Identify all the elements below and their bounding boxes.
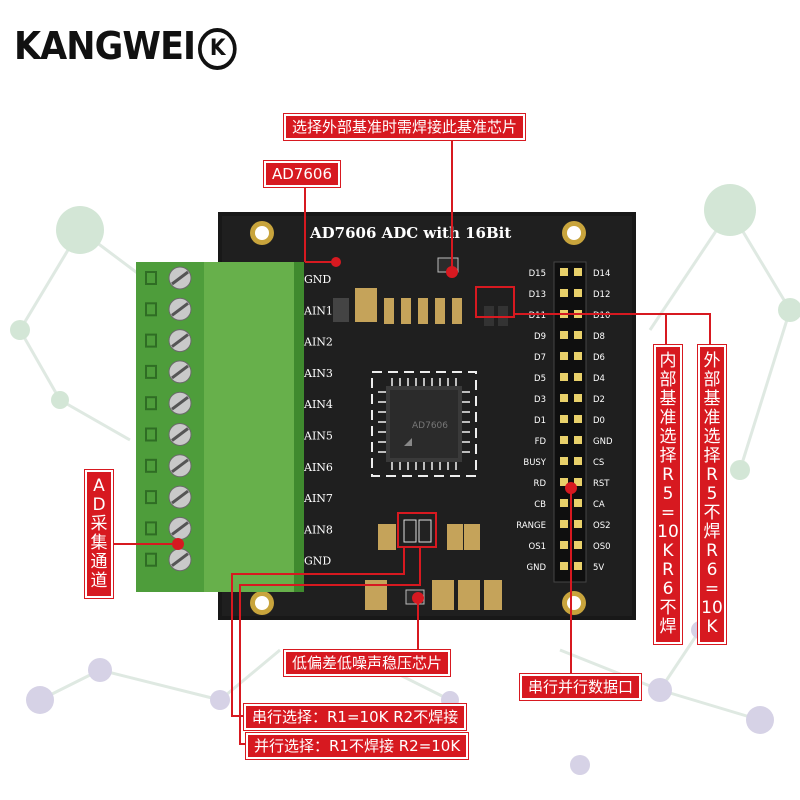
header-pin-label: GND bbox=[593, 437, 613, 447]
header-pin-label: D7 bbox=[534, 353, 546, 363]
brand-mark-icon: K bbox=[197, 27, 237, 70]
header-pin-label: FD bbox=[535, 437, 547, 447]
header-pin-label: D4 bbox=[593, 374, 605, 384]
background-nodes bbox=[10, 184, 800, 775]
header-pin-label: D8 bbox=[593, 332, 605, 342]
pcb-pin-label: AIN3 bbox=[303, 367, 333, 380]
header-pin-label: D12 bbox=[593, 290, 610, 300]
terminal-block bbox=[136, 262, 304, 592]
label-parallel-select: 并行选择：R1不焊接 R2=10K bbox=[246, 733, 469, 759]
pcb-pin-label: GND bbox=[304, 555, 331, 568]
label-ad-channel: AD采集通道 bbox=[85, 470, 113, 598]
header-pin-label: BUSY bbox=[523, 458, 546, 468]
header-pin-label: D1 bbox=[534, 416, 546, 426]
label-data-port: 串行并行数据口 bbox=[520, 674, 642, 700]
header-pin-label: RST bbox=[593, 479, 610, 489]
label-ldo: 低偏差低噪声稳压芯片 bbox=[284, 650, 451, 676]
screw-terminal bbox=[145, 266, 192, 290]
label-external-ref: 外部基准选择 R5不焊 R6=10K bbox=[698, 345, 726, 644]
header-pin-label: 5V bbox=[593, 563, 604, 573]
header-pin-label: D5 bbox=[534, 374, 546, 384]
header-pin-label: CA bbox=[593, 500, 605, 510]
label-internal-ref: 内部基准选择 R5=10K R6不焊 bbox=[654, 345, 682, 644]
header-pin-label: D11 bbox=[529, 311, 546, 321]
header-pin-label: GND bbox=[527, 563, 547, 573]
silk-title: AD7606 ADC with 16Bit bbox=[309, 224, 511, 242]
header-pin-label: RD bbox=[534, 479, 547, 489]
header-pin-label: OS2 bbox=[593, 521, 611, 531]
header-pin-label: OS1 bbox=[529, 542, 547, 552]
header-pin-label: D15 bbox=[529, 269, 546, 279]
screw-terminal bbox=[145, 360, 192, 384]
screw-terminal bbox=[145, 485, 192, 509]
pcb-pin-label: AIN8 bbox=[303, 523, 333, 536]
pcb-pin-label: AIN4 bbox=[303, 398, 333, 411]
screw-terminal bbox=[145, 297, 192, 321]
label-reference-chip: 选择外部基准时需焊接此基准芯片 bbox=[284, 114, 526, 140]
header-pin-label: D10 bbox=[593, 311, 610, 321]
screw-terminal bbox=[145, 329, 192, 353]
screw-terminal bbox=[145, 423, 192, 446]
header-pin-label: D13 bbox=[529, 290, 546, 300]
header-pin-label: D14 bbox=[593, 269, 610, 279]
header-pin-label: CB bbox=[534, 500, 546, 510]
header-pin-label: D6 bbox=[593, 353, 605, 363]
pointer-lines bbox=[110, 136, 711, 745]
pcb-pin-label: AIN7 bbox=[303, 492, 333, 505]
header-pin-label: OS0 bbox=[593, 542, 611, 552]
screw-terminal bbox=[145, 454, 192, 478]
header-pin-label: D2 bbox=[593, 395, 605, 405]
pcb-pin-label: GND bbox=[304, 273, 331, 286]
pcb-pin-label: AIN2 bbox=[303, 336, 333, 349]
header-pin-label: RANGE bbox=[516, 521, 546, 531]
header-pin-label: D3 bbox=[534, 395, 546, 405]
svg-text:AD7606: AD7606 bbox=[412, 421, 448, 431]
pcb-pin-label: AIN6 bbox=[303, 461, 333, 474]
label-serial-select: 串行选择：R1=10K R2不焊接 bbox=[244, 704, 467, 730]
label-ad7606: AD7606 bbox=[264, 161, 340, 187]
screw-terminal bbox=[145, 391, 192, 415]
pcb-pin-label: AIN1 bbox=[303, 304, 333, 317]
header-pin-label: D0 bbox=[593, 416, 605, 426]
pcb-pin-label: AIN5 bbox=[303, 430, 333, 443]
header-pin-label: CS bbox=[593, 458, 604, 468]
header-pin-label: D9 bbox=[534, 332, 546, 342]
